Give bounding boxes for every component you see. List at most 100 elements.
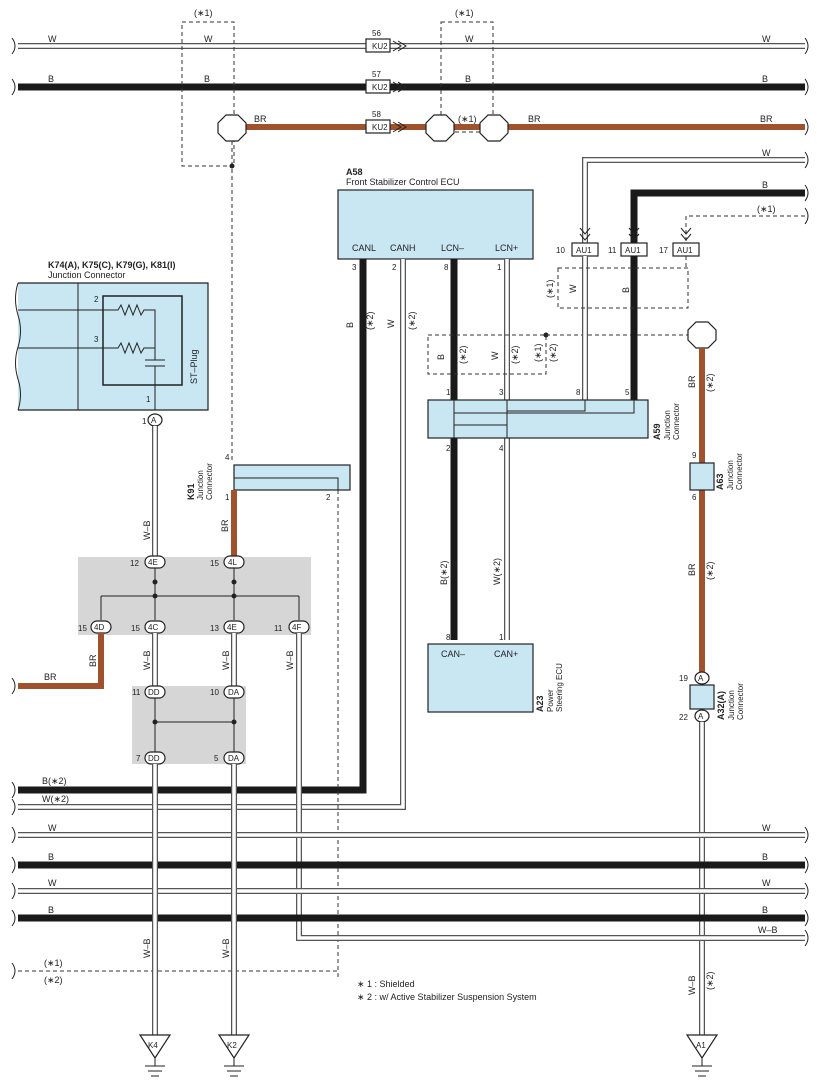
svg-text:(∗1): (∗1)	[455, 8, 474, 18]
svg-text:B: B	[762, 180, 768, 190]
svg-text:CANH: CANH	[390, 243, 416, 253]
wire-label-w: W	[48, 34, 57, 44]
svg-text:A1: A1	[696, 1041, 706, 1050]
svg-text:LCN+: LCN+	[495, 243, 518, 253]
svg-text:B: B	[762, 74, 768, 84]
svg-text:W: W	[386, 319, 396, 328]
svg-text:10: 10	[210, 688, 219, 697]
svg-text:9: 9	[692, 451, 697, 460]
svg-text:DD: DD	[148, 688, 160, 697]
svg-text:KU2: KU2	[372, 42, 388, 51]
svg-text:LCN–: LCN–	[441, 243, 464, 253]
svg-text:1: 1	[146, 395, 151, 404]
svg-text:4: 4	[225, 453, 230, 462]
svg-text:Steering ECU: Steering ECU	[555, 663, 564, 712]
svg-text:(∗2): (∗2)	[705, 373, 715, 392]
au1-connectors: AU1 AU1 AU1 10 11 17	[556, 227, 700, 257]
svg-text:13: 13	[210, 624, 219, 633]
svg-text:ST–Plug: ST–Plug	[189, 349, 199, 384]
svg-text:W: W	[48, 823, 57, 833]
svg-text:10: 10	[556, 246, 565, 255]
svg-text:DD: DD	[148, 754, 160, 763]
svg-text:B: B	[465, 74, 471, 84]
svg-text:K4: K4	[148, 1041, 158, 1050]
svg-text:1: 1	[446, 388, 451, 397]
svg-text:7: 7	[136, 754, 141, 763]
a58-ecu: A58 Front Stabilizer Control ECU CANL CA…	[337, 167, 534, 272]
svg-text:2: 2	[94, 295, 99, 304]
svg-text:AU1: AU1	[677, 246, 693, 255]
svg-text:11: 11	[132, 688, 141, 697]
junction-block-2: DD 11 DA 10 DD 7 DA 5	[132, 685, 246, 765]
svg-text:CAN+: CAN+	[494, 649, 518, 659]
svg-text:B: B	[48, 905, 54, 915]
svg-text:CAN–: CAN–	[441, 649, 465, 659]
svg-text:W: W	[490, 351, 500, 360]
svg-text:12: 12	[130, 559, 139, 568]
svg-text:W–B: W–B	[142, 520, 152, 540]
svg-text:BR: BR	[687, 375, 697, 388]
svg-text:4L: 4L	[228, 558, 237, 567]
a59-junction: 1 3 8 5 2 4 A59 Junction Connector	[427, 388, 681, 453]
svg-text:22: 22	[679, 713, 688, 722]
svg-text:K74(A), K75(C), K79(G), K81(I): K74(A), K75(C), K79(G), K81(I)	[48, 260, 176, 270]
svg-text:(∗2): (∗2)	[548, 343, 558, 362]
svg-text:BR: BR	[220, 519, 230, 532]
svg-text:BR: BR	[44, 672, 57, 682]
svg-text:15: 15	[131, 624, 140, 633]
svg-text:4F: 4F	[292, 623, 301, 632]
svg-text:56: 56	[372, 29, 381, 38]
svg-text:A58: A58	[346, 167, 363, 177]
svg-text:W–B: W–B	[142, 650, 152, 670]
svg-text:Junction: Junction	[663, 410, 672, 440]
svg-text:BR: BR	[687, 563, 697, 576]
svg-text:K2: K2	[227, 1041, 237, 1050]
svg-text:BR: BR	[88, 654, 98, 667]
svg-text:DA: DA	[228, 688, 240, 697]
svg-text:A23: A23	[535, 695, 545, 712]
svg-text:B: B	[436, 354, 446, 360]
svg-text:(∗1): (∗1)	[545, 279, 555, 298]
svg-text:A59: A59	[652, 423, 662, 440]
svg-text:Power: Power	[546, 689, 555, 712]
svg-text:(∗1): (∗1)	[458, 114, 477, 124]
svg-text:4E: 4E	[227, 623, 237, 632]
svg-text:2: 2	[446, 444, 451, 453]
svg-text:B: B	[621, 287, 631, 293]
svg-text:5: 5	[214, 754, 219, 763]
svg-text:W–B: W–B	[758, 925, 778, 935]
svg-text:(∗2): (∗2)	[705, 561, 715, 580]
svg-text:Junction Connector: Junction Connector	[48, 270, 126, 280]
svg-text:W–B: W–B	[142, 938, 152, 958]
svg-text:Junction: Junction	[727, 690, 736, 720]
svg-text:19: 19	[679, 674, 688, 683]
svg-text:2: 2	[326, 493, 331, 502]
svg-text:(∗1): (∗1)	[533, 343, 543, 362]
svg-text:CANL: CANL	[352, 243, 376, 253]
svg-text:57: 57	[372, 70, 381, 79]
svg-text:(∗2): (∗2)	[510, 345, 520, 364]
svg-text:8: 8	[446, 633, 451, 642]
svg-text:B(∗2): B(∗2)	[439, 560, 449, 585]
svg-text:W–B: W–B	[221, 938, 231, 958]
svg-text:15: 15	[210, 559, 219, 568]
svg-text:A32(A): A32(A)	[716, 691, 726, 720]
svg-text:DA: DA	[228, 754, 240, 763]
svg-text:AU1: AU1	[625, 246, 641, 255]
svg-text:B: B	[762, 852, 768, 862]
svg-text:8: 8	[576, 388, 581, 397]
svg-text:(∗2): (∗2)	[44, 975, 63, 985]
svg-text:11: 11	[608, 246, 617, 255]
ground-symbols: K4 K2 A1	[138, 1034, 719, 1077]
svg-text:A63: A63	[715, 473, 725, 490]
svg-text:B(∗2): B(∗2)	[42, 776, 67, 786]
svg-text:(∗2): (∗2)	[365, 311, 375, 330]
svg-text:1: 1	[499, 633, 504, 642]
svg-text:8: 8	[444, 263, 449, 272]
svg-text:KU2: KU2	[372, 123, 388, 132]
svg-text:W: W	[568, 284, 578, 293]
svg-text:4: 4	[499, 444, 504, 453]
